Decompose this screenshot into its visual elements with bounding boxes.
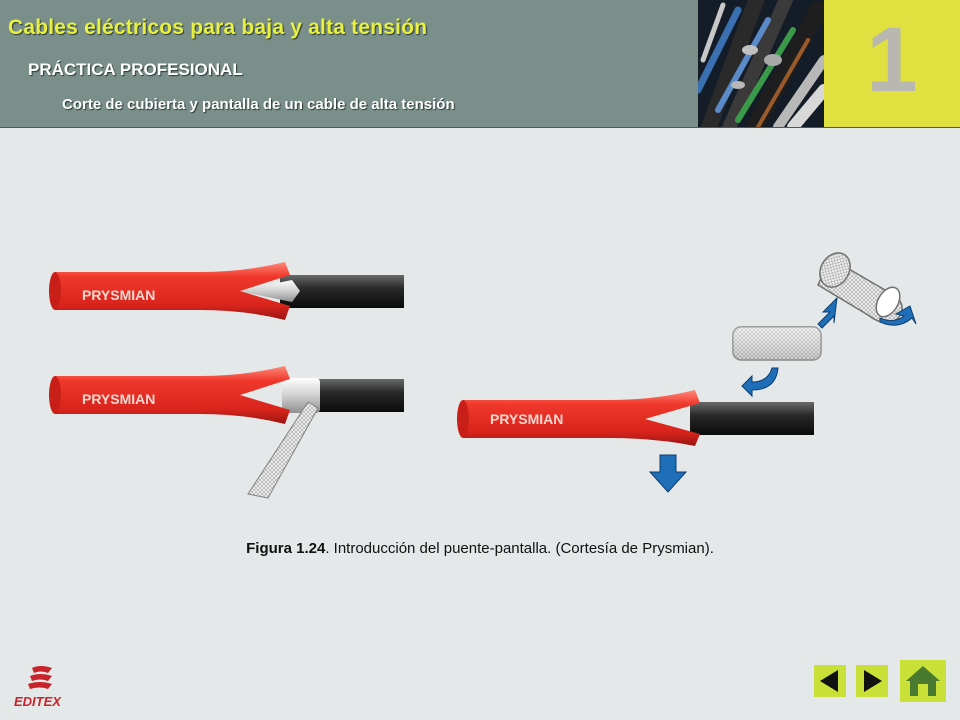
home-button[interactable] <box>900 660 946 702</box>
rotate-arrow-icon <box>879 305 917 326</box>
arrow-diagonal-icon <box>817 296 838 329</box>
cable-step-2: PRYSMIAN <box>49 366 404 499</box>
next-button[interactable] <box>856 665 888 697</box>
logo-text: EDITEX <box>14 694 62 709</box>
section-title: Corte de cubierta y pantalla de un cable… <box>62 96 455 113</box>
screen-tube <box>732 326 822 361</box>
triangle-left-icon <box>820 670 838 692</box>
arrow-down-icon <box>648 454 688 493</box>
screen-tube-rolled <box>817 252 903 324</box>
cable-brand-label: PRYSMIAN <box>82 391 155 407</box>
unit-number: 1 <box>866 9 918 111</box>
cables-photo <box>698 0 824 127</box>
caption-text: . Introducción del puente-pantalla. (Cor… <box>325 540 714 557</box>
figure-caption: Figura 1.24. Introducción del puente-pan… <box>0 540 960 557</box>
page-title: Cables eléctricos para baja y alta tensi… <box>8 16 428 39</box>
editex-logo: EDITEX <box>12 664 78 710</box>
cable-figure: PRYSMIAN PRYSMIAN PRYSMIAN <box>49 252 917 499</box>
header-bar: Cables eléctricos para baja y alta tensi… <box>0 0 960 128</box>
cable-step-1: PRYSMIAN <box>49 262 404 320</box>
page-subtitle: PRÁCTICA PROFESIONAL <box>28 60 243 79</box>
curved-arrow-icon <box>741 367 779 398</box>
triangle-right-icon <box>864 670 882 692</box>
home-icon <box>906 666 940 696</box>
caption-label: Figura 1.24 <box>246 540 326 557</box>
cable-brand-label: PRYSMIAN <box>82 287 155 303</box>
previous-button[interactable] <box>814 665 846 697</box>
cable-step-3: PRYSMIAN <box>457 390 814 446</box>
cable-brand-label: PRYSMIAN <box>490 411 563 427</box>
unit-number-box: 1 <box>824 0 960 127</box>
